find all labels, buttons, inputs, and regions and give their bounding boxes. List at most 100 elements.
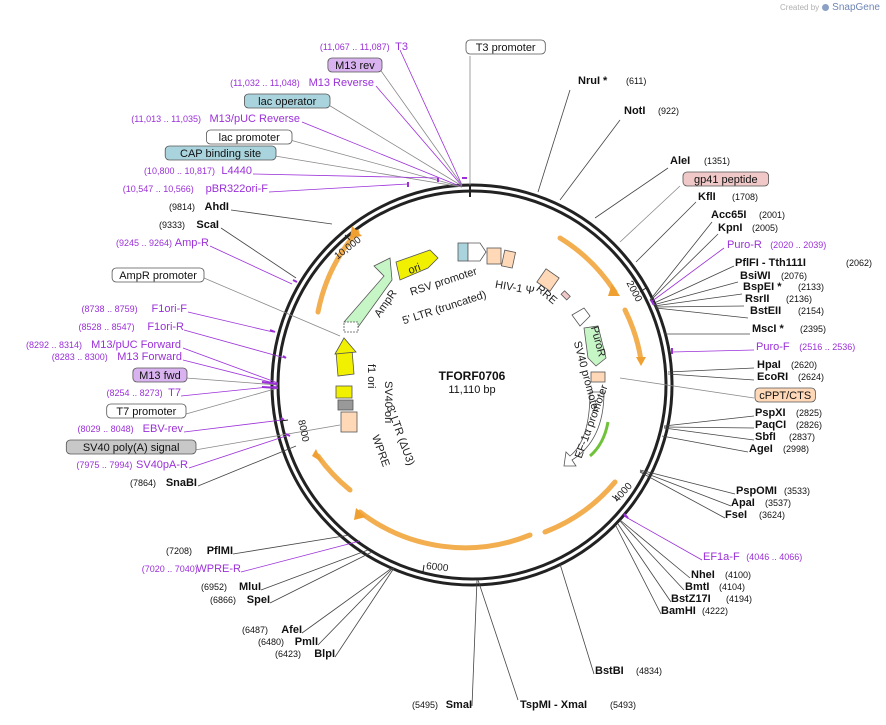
left-lac-promoter-label: lac promoter (219, 132, 280, 144)
orange-arrow-puro (622, 307, 644, 363)
left-f1ori-f-range: (8738 .. 8759) (82, 304, 138, 314)
right-bspei-name: BspEI * (743, 281, 782, 293)
right-bmti-position: (4104) (719, 582, 745, 592)
right-fsei-name: FseI (725, 509, 747, 521)
left-afei-name: AfeI (281, 624, 302, 636)
right-kpni-position: (2005) (752, 223, 778, 233)
left-sv40-poly-a-signal-label: SV40 poly(A) signal (83, 442, 180, 454)
right-fsei-position: (3624) (759, 510, 785, 520)
right-bsiwi-name: BsiWI (740, 270, 771, 282)
tick-2000: 2000 (624, 279, 644, 304)
right-gp41-peptide-box (682, 171, 769, 187)
left-afei-position: (6487) (242, 625, 268, 635)
sv40-promoter-arrow (571, 307, 591, 327)
right-kfli-position: (1708) (732, 192, 758, 202)
left-mlui-position: (6952) (201, 582, 227, 592)
left-cap-binding-site-label: CAP binding site (180, 148, 261, 160)
right-alei-name: AleI (670, 155, 690, 167)
right-puro-f-range: (2516 .. 2536) (799, 342, 855, 352)
left-ahdi-name: AhdI (205, 201, 229, 213)
right-kfli-name: KflI (698, 191, 716, 203)
left-ampr-promoter-label: AmpR promoter (119, 270, 197, 282)
snapgene-credit: Created by SnapGene (780, 2, 880, 13)
right-puro-r-range: (2020 .. 2039) (770, 240, 826, 250)
left-t3-range: (11,067 .. 11,087) (320, 42, 390, 52)
left-m13-reverse-range: (11,032 .. 11,048) (230, 78, 300, 88)
left-spei-position: (6866) (210, 595, 236, 605)
left-sv40pa-r-range: (7975 .. 7994) (76, 460, 132, 470)
gp41-box (560, 290, 571, 301)
snapgene-logo-icon (822, 4, 830, 11)
tick-8000: 8000 (295, 419, 310, 443)
left-amp-r-name: Amp-R (175, 237, 209, 249)
right-puro-r-name: Puro-R (727, 239, 762, 251)
right-paqci-name: PaqCI (755, 419, 786, 431)
ef1a-promoter-arrow (563, 391, 605, 467)
left-scai-position: (9333) (159, 220, 185, 230)
right-bspei-position: (2133) (798, 282, 824, 292)
right-msci-position: (2395) (800, 324, 826, 334)
lac-region-box (457, 242, 469, 262)
left-amp-r-range: (9245 .. 9264) (116, 238, 172, 248)
left-scai-name: ScaI (196, 219, 219, 231)
left-t7-promoter-box (106, 403, 187, 419)
left-f1ori-r-range: (8528 .. 8547) (79, 322, 135, 332)
right-noti-position: (922) (658, 106, 679, 116)
right-pspomi-name: PspOMI (736, 485, 777, 497)
left-lac-operator-box (243, 93, 331, 109)
left-t7-range: (8254 .. 8273) (107, 388, 163, 398)
orange-arrow-head-4 (312, 449, 322, 462)
left-f1ori-f-name: F1ori-F (152, 303, 188, 315)
left-m13-fwd-label: M13 fwd (139, 370, 181, 382)
right-kpni-name: KpnI (718, 222, 742, 234)
right-rsrii-position: (2136) (786, 294, 812, 304)
left-m13-puc-forward-range: (8292 .. 8314) (26, 340, 82, 350)
left-m13-forward-range: (8283 .. 8300) (52, 352, 108, 362)
inner-features (334, 242, 610, 467)
right-pspomi-position: (3533) (784, 486, 810, 496)
left-pflmi-position: (7208) (166, 546, 192, 556)
right-bsiwi-position: (2076) (781, 271, 807, 281)
left-ebv-rev-name: EBV-rev (143, 423, 184, 435)
left-ahdi-position: (9814) (169, 202, 195, 212)
left-m13-rev-box (327, 57, 383, 73)
feature-hiv-psi: HIV-1 Ψ (494, 279, 535, 298)
plasmid-size: 11,110 bp (448, 384, 495, 396)
left-m13-puc-reverse-range: (11,013 .. 11,035) (131, 114, 201, 124)
left-smai-position: (5495) (412, 700, 438, 710)
feature-ori: ori (407, 262, 423, 277)
right-apai-name: ApaI (731, 497, 755, 509)
left-ebv-rev-range: (8029 .. 8048) (78, 424, 134, 434)
left-sv40pa-r-name: SV40pA-R (136, 459, 188, 471)
orange-arrow-ef1a (542, 479, 618, 535)
left-m13-rev-label: M13 rev (335, 60, 375, 72)
feature-labels: RSV promoter 5' LTR (truncated) HIV-1 Ψ … (365, 262, 611, 469)
right-bstz17i-position: (4194) (726, 594, 752, 604)
orange-arrow-head-2 (636, 357, 646, 366)
ef1a-green-line (588, 421, 610, 458)
left-t7-name: T7 (168, 387, 181, 399)
orange-arrow-head-5 (350, 226, 362, 238)
right-rsrii-name: RsrII (745, 293, 769, 305)
left-sv40-poly-a-signal-box (65, 439, 197, 455)
right-cppt-cts-label: cPPT/CTS (759, 390, 811, 402)
orange-arrow-head-1 (608, 284, 620, 296)
right-nhei-position: (4100) (725, 570, 751, 580)
left-snabi-name: SnaBI (166, 477, 197, 489)
left-m13-puc-reverse-name: M13/pUC Reverse (210, 113, 300, 125)
rre-box (536, 268, 560, 292)
right-pflfi-tth111i-name: PflFI - Tth111I (735, 257, 806, 269)
left-smai-name: SmaI (446, 699, 472, 711)
left-t3-name: T3 (395, 41, 408, 53)
right-apai-position: (3537) (765, 498, 791, 508)
right-agei-position: (2998) (783, 444, 809, 454)
left-ampr-promoter-box (111, 267, 205, 283)
right-ecori-position: (2624) (798, 372, 824, 382)
right-bstbi-position: (4834) (636, 666, 662, 676)
right-agei-name: AgeI (749, 443, 773, 455)
left-l4440-name: L4440 (221, 165, 252, 177)
right-tspmi-xmai-position: (5493) (610, 700, 636, 710)
plasmid-name: TFORF0706 (439, 369, 506, 383)
